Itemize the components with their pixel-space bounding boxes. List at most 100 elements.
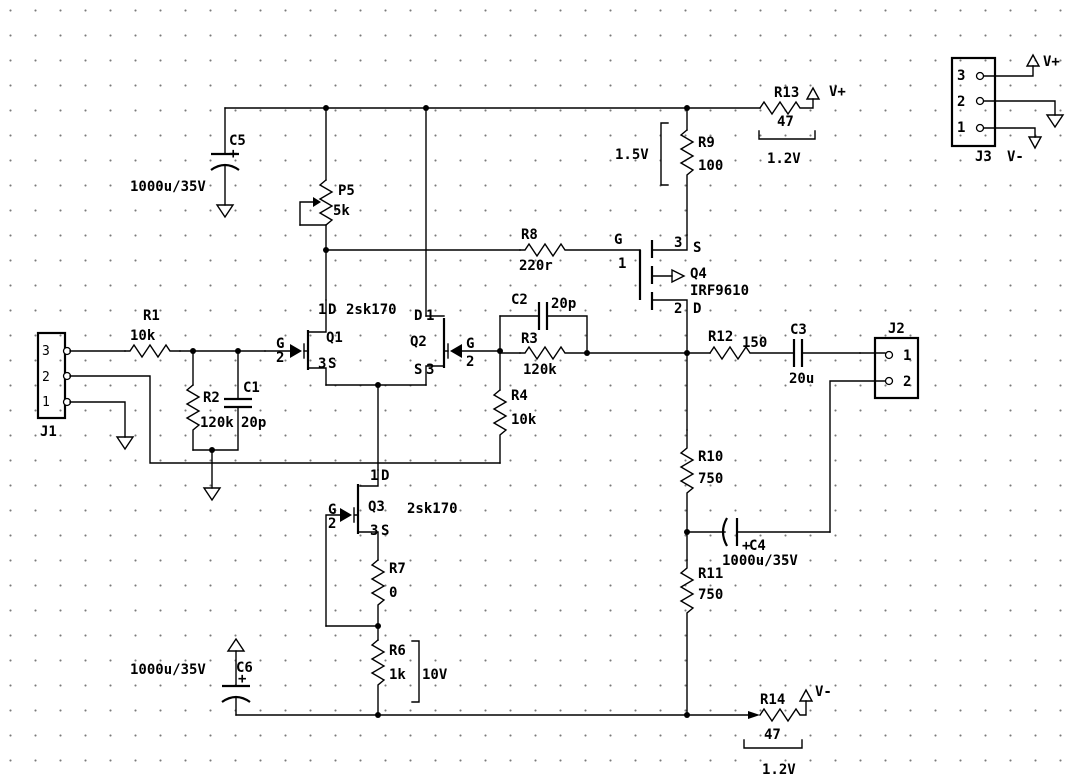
- r8-ref: R8: [521, 227, 538, 243]
- r10-ref: R10: [698, 449, 723, 465]
- p5-value: 5k: [333, 203, 350, 219]
- ground-j1: [115, 436, 135, 451]
- resistor-r11: R11 750: [679, 559, 723, 716]
- jfet-q3: 1 D Q3 2sk170 G 2 3 S: [325, 468, 458, 627]
- j3-pin1-num: 1: [957, 120, 965, 136]
- r9-ref: R9: [698, 135, 715, 151]
- q3-ref: Q3: [368, 499, 385, 515]
- q2-ref: Q2: [410, 334, 427, 350]
- c1-ref: C1: [243, 380, 260, 396]
- q2-s-num: 3: [426, 362, 434, 378]
- q3-d-label: D: [381, 468, 389, 484]
- j2-ref: J2: [888, 321, 905, 337]
- ground-c5: [215, 204, 235, 219]
- q1-part: 2sk170: [346, 302, 397, 318]
- j2-pin1-num: 1: [903, 348, 911, 364]
- r3-value: 120k: [523, 362, 557, 378]
- r3-ref: R3: [521, 331, 538, 347]
- r12-ref: R12: [708, 329, 733, 345]
- r14-rail-label: V-: [815, 684, 832, 700]
- resistor-r13: R13 V+ 47 1.2V: [758, 84, 846, 167]
- capacitor-c3: C3 20u: [789, 322, 814, 387]
- capacitor-c1: C1 20p: [224, 380, 266, 431]
- r6-value: 1k: [389, 667, 406, 683]
- resistor-r6: R6 1k 10V: [370, 639, 448, 716]
- resistor-r9: R9 100 1.5V: [615, 122, 723, 236]
- resistor-r2: R2 120k: [185, 384, 234, 451]
- capacitor-c2: C2 20p: [511, 292, 576, 330]
- q3-part: 2sk170: [407, 501, 458, 517]
- r9-value: 100: [698, 158, 723, 174]
- r2-ref: R2: [203, 390, 220, 406]
- r13-ref: R13: [774, 85, 799, 101]
- resistor-r14: R14 V- 47 1.2V: [743, 684, 832, 778]
- p5-ref: P5: [338, 183, 355, 199]
- r7-value: 0: [389, 585, 397, 601]
- j2-pin2-num: 2: [903, 374, 911, 390]
- resistor-r12: R12 150: [708, 329, 794, 361]
- c3-ref: C3: [790, 322, 807, 338]
- connector-j3: 3 2 1 J3: [950, 56, 997, 165]
- q3-d-num: 1: [370, 468, 378, 484]
- c4-polarity: +: [742, 538, 750, 554]
- r6-voltage-note: 10V: [422, 667, 448, 683]
- c2-value: 20p: [551, 296, 576, 312]
- q4-ref: Q4: [690, 266, 707, 282]
- j3-ref: J3: [975, 149, 992, 165]
- q2-s-label: S: [414, 362, 422, 378]
- q1-ref: Q1: [326, 330, 343, 346]
- capacitor-c5: C5 + 1000u/35V: [130, 133, 246, 195]
- j1-pin2-num: 2: [42, 370, 50, 385]
- q1-s-num: 3: [318, 356, 326, 372]
- r4-value: 10k: [511, 412, 537, 428]
- resistor-r8: R8 220r: [519, 227, 641, 274]
- resistor-r4: R4 10k: [492, 388, 537, 464]
- j3-vplus-label: V+: [1043, 54, 1060, 70]
- r1-ref: R1: [143, 308, 160, 324]
- jfet-q1: G 2 1 D 3 S Q1 2sk170: [264, 299, 397, 386]
- q3-g-num: 2: [328, 516, 336, 532]
- r13-voltage-note: 1.2V: [767, 151, 801, 167]
- r14-ref: R14: [760, 692, 785, 708]
- r2-value: 120k: [200, 415, 234, 431]
- c6-ref: C6: [236, 660, 253, 676]
- q4-part: IRF9610: [690, 283, 749, 299]
- c6-value: 1000u/35V: [130, 662, 206, 678]
- q4-s-num: 3: [674, 235, 682, 251]
- q3-g-label: G: [328, 502, 336, 518]
- q1-g-label: G: [276, 336, 284, 352]
- q2-g-num: 2: [466, 354, 474, 370]
- resistor-r1: R1 10k: [124, 308, 181, 359]
- r14-value: 47: [764, 727, 781, 743]
- r11-value: 750: [698, 587, 723, 603]
- r7-ref: R7: [389, 561, 406, 577]
- q4-s-label: S: [693, 240, 701, 256]
- q4-d-num: 2: [674, 301, 682, 317]
- q1-g-num: 2: [276, 350, 284, 366]
- resistor-r3: R3 120k: [519, 331, 588, 378]
- connector-j2: J2 1 2: [873, 321, 920, 400]
- capacitor-c6: C6 + 1000u/35V: [130, 637, 253, 716]
- potentiometer-p5: P5 5k: [299, 179, 355, 226]
- q3-s-num: 3: [370, 523, 378, 539]
- j3-pin3-num: 3: [957, 68, 965, 84]
- q2-d-num: 1: [426, 308, 434, 324]
- resistor-r7: R7 0: [370, 559, 406, 641]
- r8-value: 220r: [519, 258, 553, 274]
- connector-j1: 3 2 1 J1: [36, 331, 72, 440]
- ground-r2-c1: [202, 487, 222, 502]
- q1-d-label: D: [328, 302, 336, 318]
- c3-value: 20u: [789, 371, 814, 387]
- r4-ref: R4: [511, 388, 528, 404]
- capacitor-c4: + C4 1000u/35V: [686, 517, 831, 569]
- jfet-q2: D 1 Q2 S 3 G 2: [410, 308, 501, 386]
- r14-voltage-note: 1.2V: [762, 762, 796, 778]
- c1-value: 20p: [241, 415, 266, 431]
- r13-rail-label: V+: [829, 84, 846, 100]
- c5-ref: C5: [229, 133, 246, 149]
- mosfet-q4: G 1 3 S Q4 IRF9610 2 D: [614, 232, 749, 431]
- q2-g-label: G: [466, 336, 474, 352]
- j1-pin3-num: 3: [42, 344, 50, 359]
- r10-value: 750: [698, 471, 723, 487]
